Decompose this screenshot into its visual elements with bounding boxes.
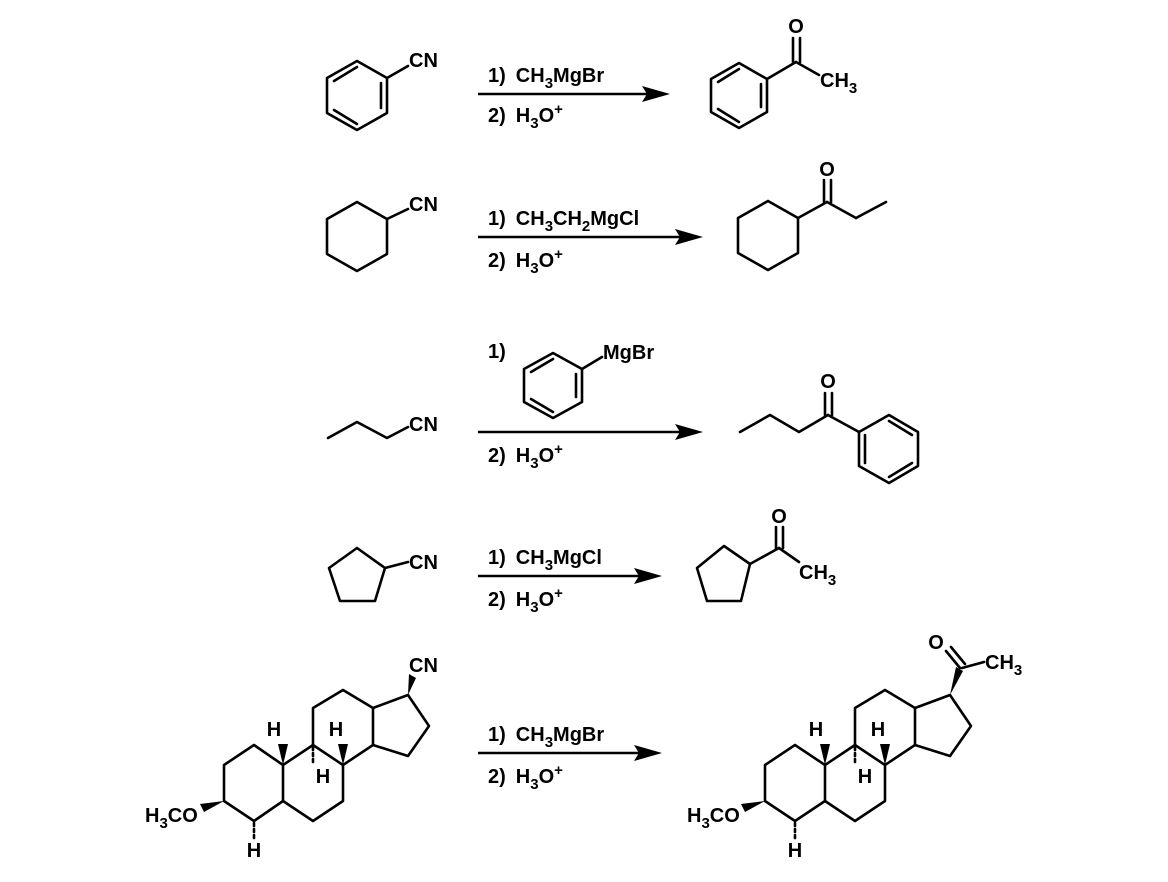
arrowhead bbox=[675, 424, 703, 440]
product-butyrophenone: O bbox=[738, 371, 920, 485]
reactant-cyclopentanecarbonitrile: CN bbox=[327, 546, 438, 603]
stereo-h-bonds bbox=[200, 744, 348, 840]
cyclohexane-ring bbox=[325, 200, 389, 273]
nitrile-wedge bbox=[408, 674, 416, 695]
methyl-label: CH3 bbox=[820, 70, 857, 97]
hydrogen-label: H bbox=[809, 719, 823, 741]
nitrile-bond bbox=[385, 64, 410, 80]
arrowhead bbox=[675, 229, 703, 245]
oxygen-label: O bbox=[819, 159, 835, 181]
hydrogen-label: H bbox=[858, 766, 872, 788]
arrowhead bbox=[642, 86, 670, 102]
propyl-chain bbox=[326, 420, 410, 440]
nitrile-label: CN bbox=[409, 655, 438, 677]
reaction-1: CN 1) CH3MgBr 2) H3O+ O CH3 bbox=[325, 16, 857, 132]
reagent-step-1: 1) CH3MgBr bbox=[488, 65, 604, 92]
phenyl-ring bbox=[522, 351, 584, 420]
oxygen-label: O bbox=[928, 632, 944, 654]
reaction-3: CN 1) MgBr 2) H3O+ O bbox=[326, 341, 920, 485]
nitrile-label: CN bbox=[409, 552, 438, 574]
reactant-benzonitrile: CN bbox=[325, 50, 438, 132]
product-acetophenone: O CH3 bbox=[709, 16, 857, 130]
reagent-step-1: 1) CH3CH2MgCl bbox=[488, 208, 639, 235]
reagent-step-2: 2) H3O+ bbox=[488, 441, 563, 472]
oxygen-label: O bbox=[820, 371, 836, 393]
nitrile-label: CN bbox=[409, 194, 438, 216]
reagent-step-2: 2) H3O+ bbox=[488, 762, 563, 793]
reagent-step-1: 1) CH3MgCl bbox=[488, 547, 602, 574]
oxygen-label: O bbox=[771, 506, 787, 528]
reagent-block-1: 1) CH3MgBr 2) H3O+ bbox=[478, 65, 670, 132]
stereo-h-bonds bbox=[741, 744, 890, 840]
hydrogen-label: H bbox=[267, 719, 281, 741]
hydrogen-label: H bbox=[316, 766, 330, 788]
product-cyclohexyl-ethyl-ketone: O bbox=[736, 159, 888, 272]
phenyl-ring bbox=[857, 413, 920, 485]
arrowhead bbox=[634, 568, 662, 584]
methoxy-label: H3CO bbox=[145, 805, 198, 832]
benzene-ring bbox=[325, 59, 389, 132]
reactant-butyronitrile: CN bbox=[326, 414, 438, 440]
methoxy-label: H3CO bbox=[687, 805, 740, 832]
nitrile-label: CN bbox=[409, 50, 438, 72]
methyl-label: CH3 bbox=[799, 562, 836, 589]
reagent-block-4: 1) CH3MgCl 2) H3O+ bbox=[478, 547, 662, 616]
propyl-chain bbox=[738, 413, 830, 434]
cyclopentane-ring bbox=[695, 544, 752, 603]
product-steroid-ketone: O CH3 H H H H H3CO bbox=[687, 632, 1022, 862]
cyclopentane-ring bbox=[327, 546, 387, 603]
hydrogen-label: H bbox=[247, 840, 261, 862]
oxygen-label: O bbox=[788, 16, 804, 38]
reagent-step-2: 2) H3O+ bbox=[488, 585, 563, 616]
reactant-cyclohexanecarbonitrile: CN bbox=[325, 194, 438, 273]
reagent-block-2: 1) CH3CH2MgCl 2) H3O+ bbox=[478, 208, 703, 277]
reagent-block-5: 1) CH3MgBr 2) H3O+ bbox=[478, 724, 662, 793]
reaction-2: CN 1) CH3CH2MgCl 2) H3O+ O bbox=[325, 159, 888, 277]
reagent-step-1: 1) CH3MgBr bbox=[488, 724, 604, 751]
arrowhead bbox=[634, 745, 662, 761]
reagent-step-2: 2) H3O+ bbox=[488, 246, 563, 277]
reagent-step-2: 2) H3O+ bbox=[488, 101, 563, 132]
reactant-steroid-nitrile: CN H H H H H3CO bbox=[145, 655, 438, 862]
nitrile-bond bbox=[385, 207, 410, 221]
hydrogen-label: H bbox=[788, 840, 802, 862]
grignard-label: MgBr bbox=[603, 342, 654, 364]
hydrogen-label: H bbox=[329, 719, 343, 741]
methyl-label: CH3 bbox=[985, 652, 1022, 679]
steroid-skeleton bbox=[222, 688, 431, 823]
benzene-ring bbox=[709, 61, 769, 130]
reaction-5: CN H H H H H3CO 1) CH3MgBr 2) H3O+ bbox=[145, 632, 1022, 862]
hydrogen-label: H bbox=[871, 719, 885, 741]
nitrile-bond bbox=[383, 560, 410, 570]
reagent-block-3: 1) MgBr 2) H3O+ bbox=[478, 341, 703, 472]
reagent-step-1: 1) bbox=[488, 341, 506, 363]
acetyl-wedge bbox=[950, 667, 963, 695]
cyclohexane-ring bbox=[736, 199, 800, 272]
steroid-skeleton bbox=[763, 688, 973, 823]
nitrile-label: CN bbox=[409, 414, 438, 436]
product-cyclopentyl-methyl-ketone: O CH3 bbox=[695, 506, 836, 603]
reaction-4: CN 1) CH3MgCl 2) H3O+ O CH3 bbox=[327, 506, 836, 616]
